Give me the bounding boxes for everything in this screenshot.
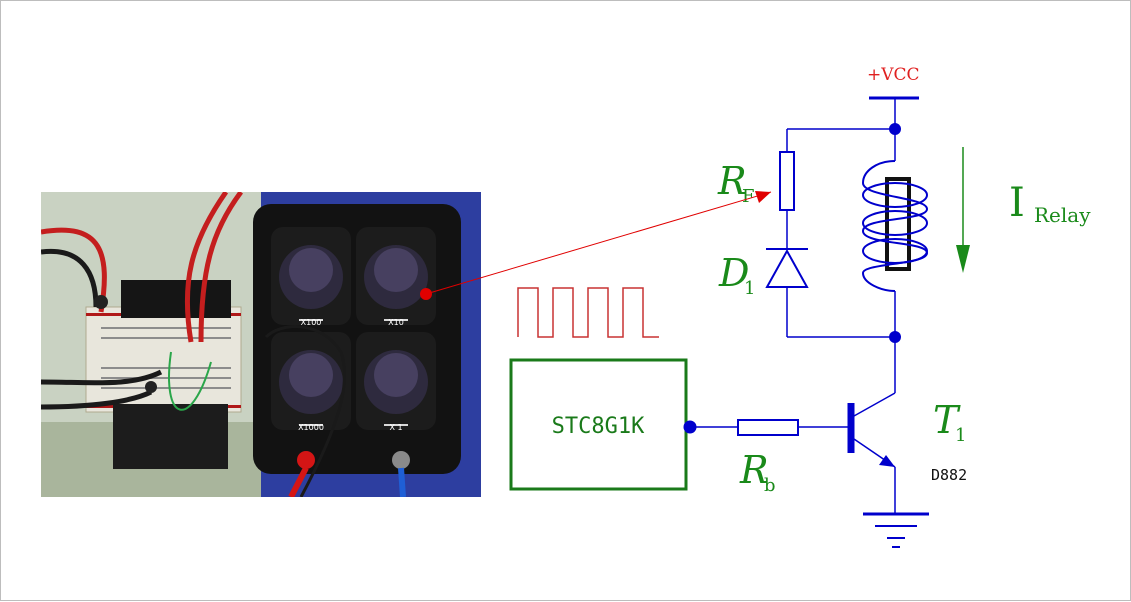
t1-subscript: 1	[955, 425, 966, 446]
emitter-arrow-icon	[879, 455, 895, 467]
relay-coil-winding	[861, 160, 929, 292]
square-wave-icon	[517, 287, 659, 338]
irelay-subscript: Relay	[1034, 203, 1091, 227]
mcu-block	[509, 358, 688, 491]
coil-turn-2	[862, 210, 928, 236]
arrow-down-icon	[956, 245, 970, 273]
pointer-dot	[420, 288, 432, 300]
resistor-rf	[779, 151, 795, 211]
box-label-x1: X 1	[389, 423, 402, 432]
ground-icon	[863, 512, 929, 548]
d1-label: D	[718, 251, 749, 295]
rb-label: R	[739, 448, 769, 492]
pointer-line	[425, 191, 772, 295]
coil-turn-1	[862, 182, 928, 208]
transistor-part-number: D882	[931, 466, 967, 484]
coil-turn-3	[862, 238, 928, 264]
rf-label: R	[717, 159, 747, 203]
rf-subscript: F	[742, 186, 755, 207]
diode-d1-triangle	[765, 248, 809, 288]
transistor-collector	[853, 392, 896, 417]
photo-illustration: X100 X10 X1000 X 1	[41, 192, 481, 497]
resistance-box-photo: X100 X10 X1000 X 1	[41, 192, 481, 497]
t1-label: T	[933, 398, 961, 442]
pointer-arrowhead	[755, 191, 771, 203]
box-label-x10: X10	[388, 318, 404, 327]
box-label-x1000: X1000	[298, 423, 324, 432]
rb-subscript: b	[764, 475, 776, 496]
resistor-rb	[737, 419, 799, 436]
vcc-label: +VCC	[867, 65, 920, 85]
d1-subscript: 1	[744, 278, 755, 299]
box-label-x100: X100	[301, 318, 322, 327]
irelay-label: I	[1009, 180, 1025, 226]
mcu-label: STC8G1K	[552, 414, 645, 439]
relay-core	[885, 177, 911, 271]
